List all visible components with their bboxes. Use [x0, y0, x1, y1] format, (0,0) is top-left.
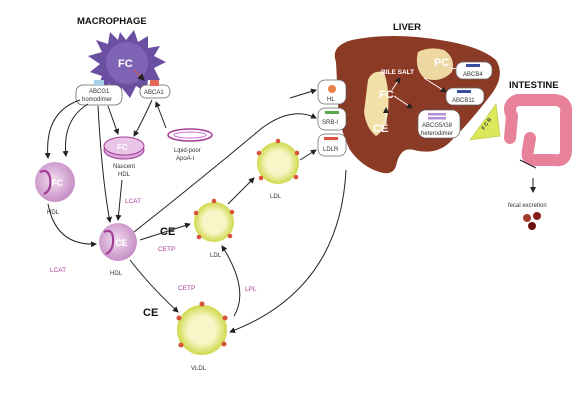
macrophage-fc-label: FC [118, 58, 133, 70]
vldl-label: VLDL [191, 366, 207, 372]
apoa1-label-line2: ApoA-I [176, 156, 195, 162]
intestine-organ [504, 94, 572, 193]
abcg5g8-box: ABCG5/G8 heterodimer [417, 109, 461, 139]
vldl-particle: VLDL [176, 301, 228, 372]
feces-icon [523, 212, 541, 230]
apoa1-particle: Lipid-poor ApoA-I [167, 128, 213, 162]
ldl-large-particle: LDL [256, 138, 300, 200]
ce-lower-label: CE [143, 307, 158, 319]
intestine-title: INTESTINE [509, 80, 559, 91]
abcg1-label-line2: homodimer [82, 97, 112, 103]
bile-salt-label: BILE SALT [381, 69, 414, 76]
ldl-small-particle: LDL [193, 198, 235, 259]
fecal-excretion-label: fecal excretion [508, 203, 547, 209]
hdl-fc-particle: FC HDL [35, 162, 75, 216]
receptor-hl: HL [317, 79, 347, 105]
abcg1-label-line1: ABCG1 [89, 89, 110, 95]
abcg5g8-label-line2: heterodimer [421, 131, 453, 137]
hdl-ce-particle: CE HDL [99, 223, 137, 277]
gallbladder: F C B [469, 103, 501, 141]
abca1-box: ABCA1 [139, 80, 171, 99]
abcg1-box: ABCG1 homodimer [75, 80, 123, 106]
ldl-large-label: LDL [270, 194, 282, 200]
cetp-upper-label: CETP [158, 246, 175, 253]
nascent-hdl-label-line1: Nascent [113, 164, 135, 170]
receptor-hl-label: HL [327, 97, 335, 103]
macrophage-cell: FC [88, 30, 166, 98]
cetp-lower-label: CETP [178, 285, 195, 292]
nascent-hdl-fc: FC [117, 143, 128, 152]
ldl-small-label: LDL [210, 253, 222, 259]
nascent-hdl-label-line2: HDL [118, 172, 131, 178]
receptor-srbi-label: SRB-I [322, 120, 338, 126]
lcat-upper-label: LCAT [125, 198, 141, 205]
abcg5g8-label-line1: ABCG5/G8 [422, 123, 453, 129]
liver-title: LIVER [393, 22, 421, 33]
hdl-ce-label: HDL [110, 271, 123, 277]
abca1-label: ABCA1 [144, 90, 164, 96]
receptor-srbi: SRB-I [317, 107, 347, 131]
apoa1-label-line1: Lipid-poor [174, 148, 201, 154]
abcb11-box: ABCB11 [445, 87, 485, 106]
hdl-fc-core: FC [51, 178, 63, 188]
abcb11-label: ABCB11 [452, 98, 475, 104]
macrophage-title: MACROPHAGE [77, 16, 147, 27]
hdl-ce-core: CE [115, 238, 128, 248]
lpl-label: LPL [245, 286, 257, 293]
liver-ce-label: CE [373, 123, 388, 135]
ce-upper-label: CE [160, 226, 175, 238]
liver-pc-label: PC [434, 57, 449, 69]
receptor-ldlr-label: LDLR [323, 147, 339, 153]
pathway-arrows [44, 88, 347, 334]
lcat-lower-label: LCAT [50, 267, 66, 274]
nascent-hdl: FC Nascent HDL [103, 136, 145, 178]
liver-fc-label: FC [379, 89, 394, 101]
receptor-ldlr: LDLR [317, 133, 347, 157]
abcb4-label: ABCB4 [463, 72, 483, 78]
hdl-fc-label: HDL [47, 210, 60, 216]
abcb4-box: ABCB4 [455, 61, 493, 80]
